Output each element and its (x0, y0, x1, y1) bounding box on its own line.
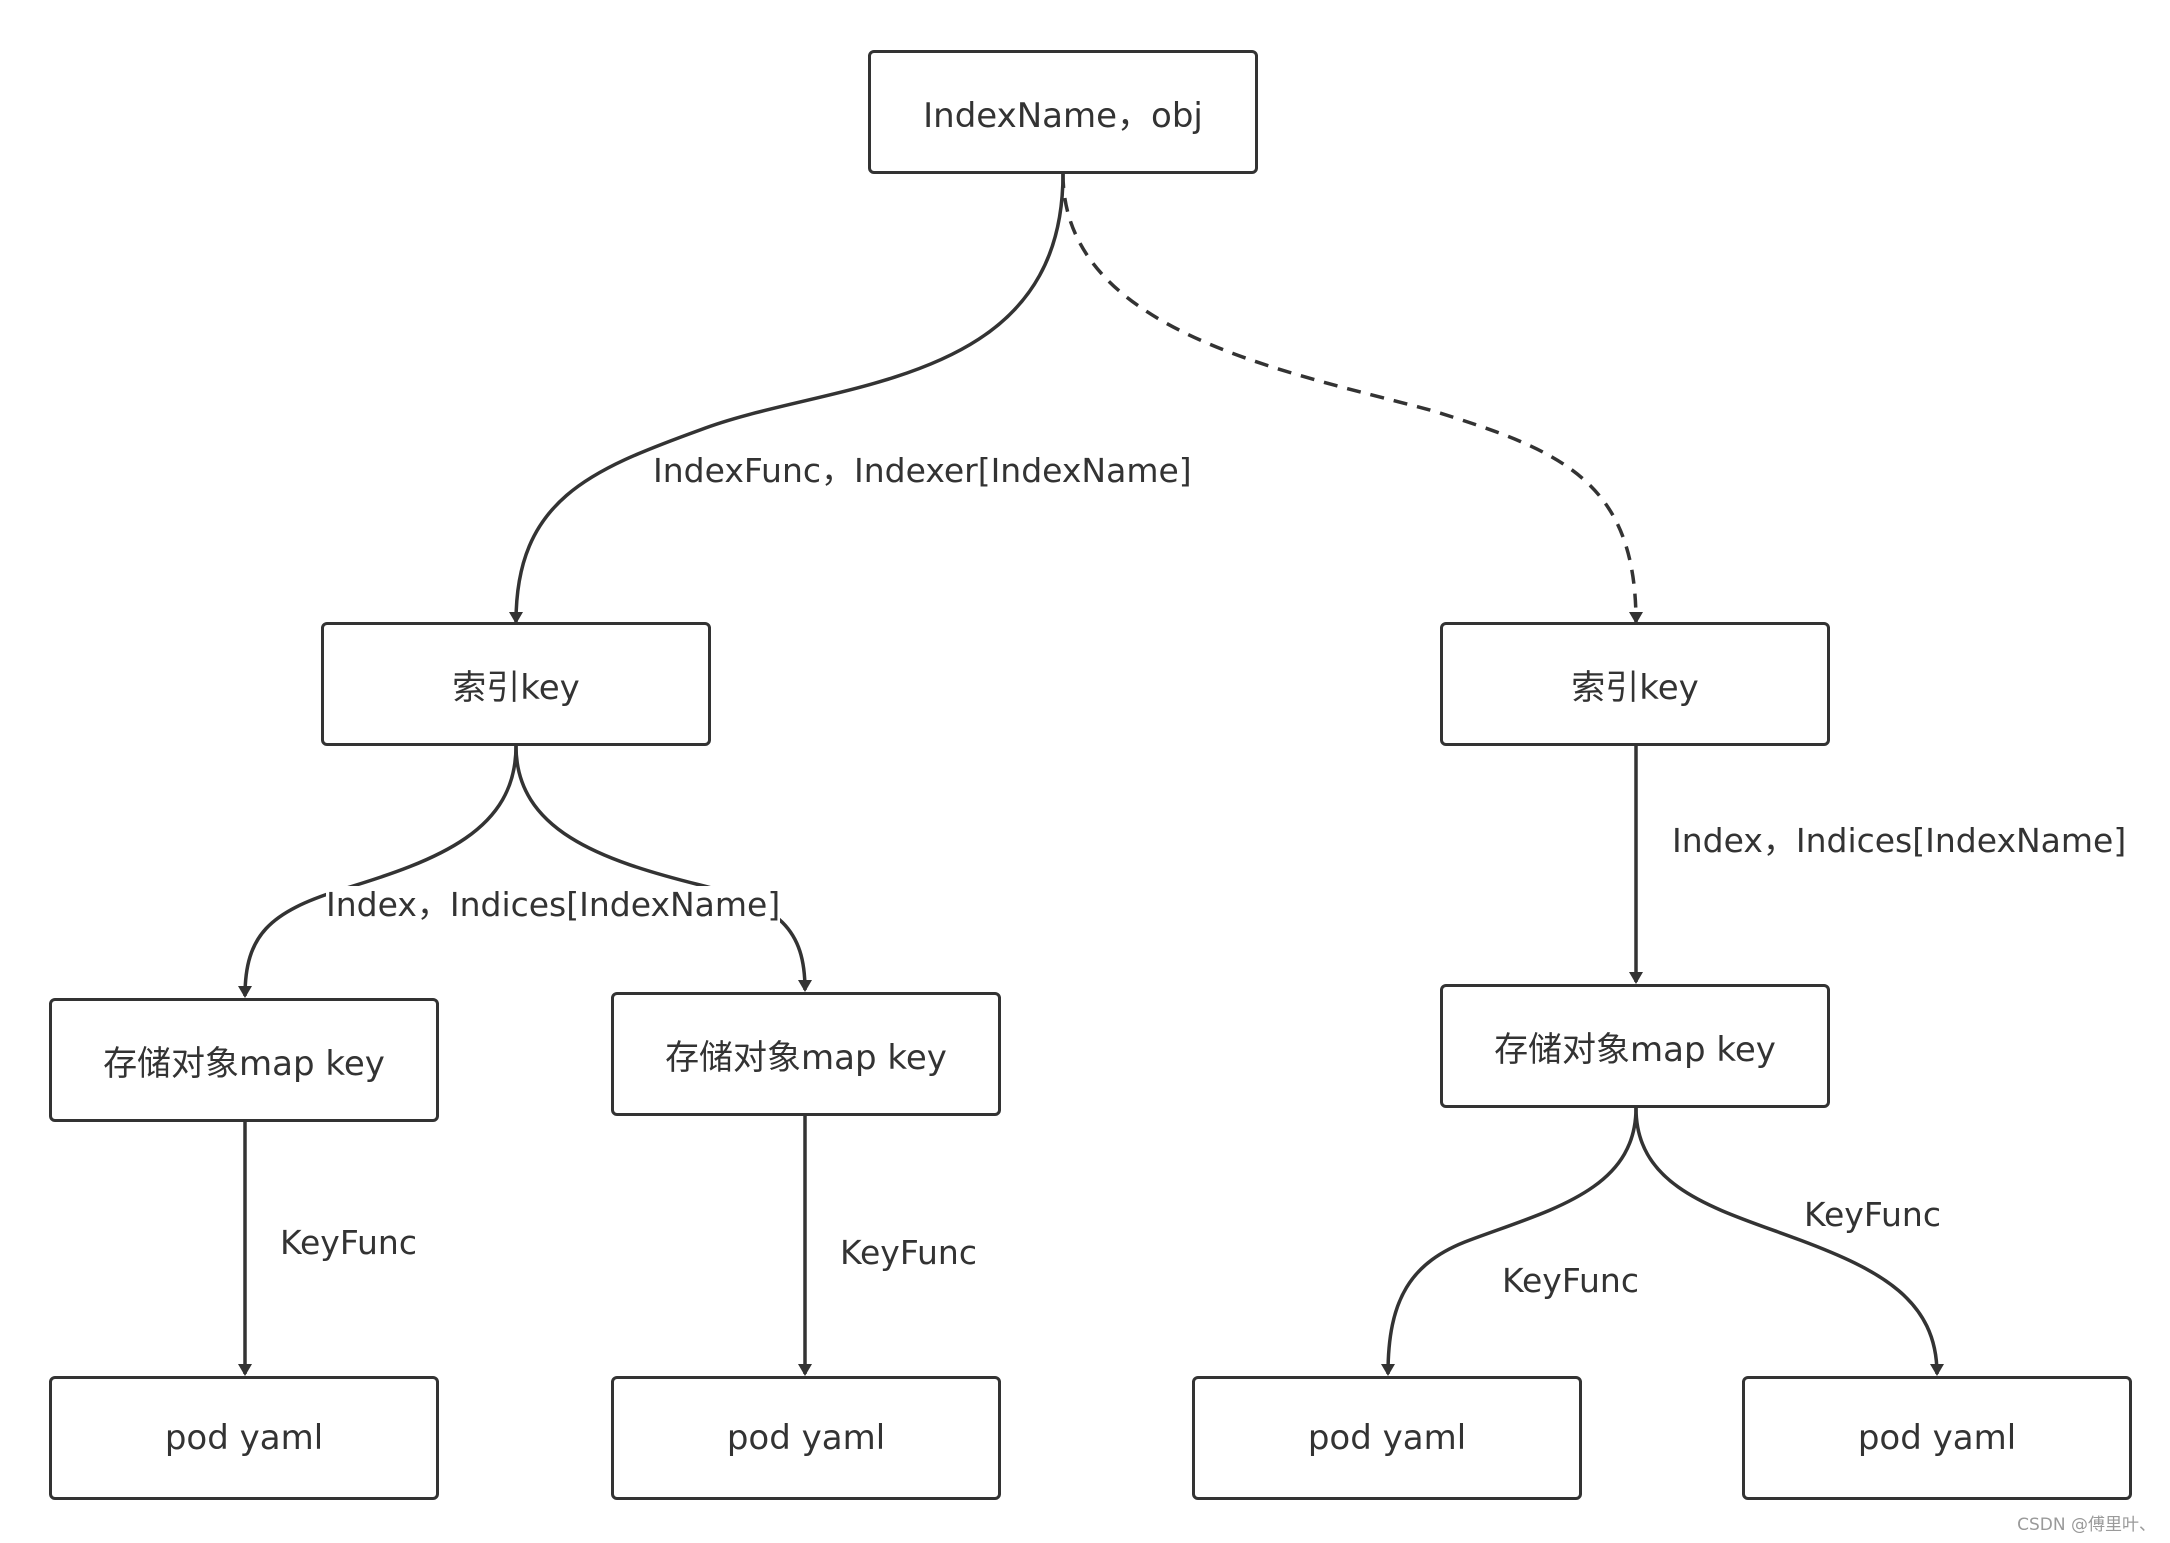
pod-yaml-label-4: pod yaml (1857, 1418, 2017, 1458)
root-node: IndexName，obj (868, 50, 1258, 174)
store-key-left-1-label: 存储对象map key (103, 1043, 385, 1084)
edge-right-store-to-pod-3 (1381, 1107, 1638, 1376)
edge-root-to-right-index (1061, 173, 1643, 624)
store-key-left-2-node: 存储对象map key (611, 992, 1001, 1116)
store-key-left-1-node: 存储对象map key (49, 998, 439, 1122)
pod-yaml-label-1: pod yaml (164, 1418, 324, 1458)
pod-yaml-node-4: pod yaml (1742, 1376, 2132, 1500)
edge-left-index-to-store-2 (514, 745, 812, 992)
index-key-right-label: 索引key (1571, 667, 1699, 708)
edge-label-indexfunc: IndexFunc，Indexer[IndexName] (653, 451, 1192, 490)
index-key-right-node: 索引key (1440, 622, 1830, 746)
edge-right-store-to-pod-4 (1634, 1107, 1944, 1376)
pod-yaml-node-2: pod yaml (611, 1376, 1001, 1500)
index-key-left-node: 索引key (321, 622, 711, 746)
index-key-left-label: 索引key (452, 667, 580, 708)
pod-yaml-label-2: pod yaml (726, 1418, 886, 1458)
edge-label-right-index: Index，Indices[IndexName] (1672, 821, 2127, 860)
edge-label-left-index: Index，Indices[IndexName] (326, 885, 781, 924)
edge-root-to-left-index (509, 173, 1065, 624)
pod-yaml-node-3: pod yaml (1192, 1376, 1582, 1500)
watermark: CSDN @傅里叶、 (2017, 1515, 2156, 1535)
root-node-label: IndexName，obj (923, 95, 1203, 136)
pod-yaml-node-1: pod yaml (49, 1376, 439, 1500)
store-key-right-node: 存储对象map key (1440, 984, 1830, 1108)
edge-left-index-to-store-1 (238, 745, 518, 998)
edge-label-keyfunc-1: KeyFunc (280, 1223, 417, 1262)
store-key-right-label: 存储对象map key (1494, 1029, 1776, 1070)
edge-label-keyfunc-4: KeyFunc (1804, 1195, 1941, 1234)
store-key-left-2-label: 存储对象map key (665, 1037, 947, 1078)
edge-label-keyfunc-2: KeyFunc (840, 1233, 977, 1272)
edge-label-keyfunc-3: KeyFunc (1502, 1261, 1639, 1300)
pod-yaml-label-3: pod yaml (1307, 1418, 1467, 1458)
